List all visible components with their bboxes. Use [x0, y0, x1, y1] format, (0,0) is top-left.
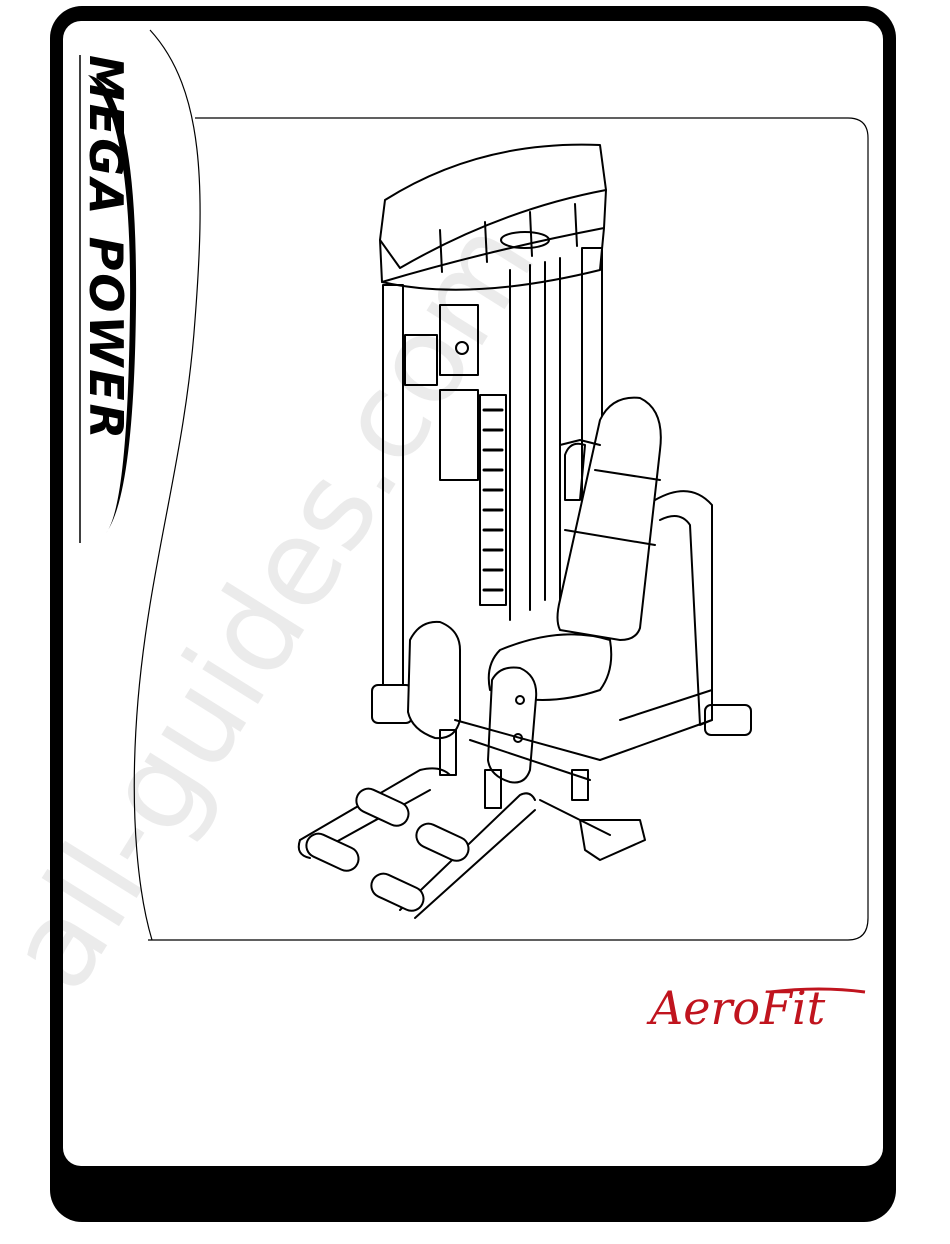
aerofit-logo-swash-icon [650, 978, 870, 1038]
brand-swoosh-icon [78, 55, 148, 545]
